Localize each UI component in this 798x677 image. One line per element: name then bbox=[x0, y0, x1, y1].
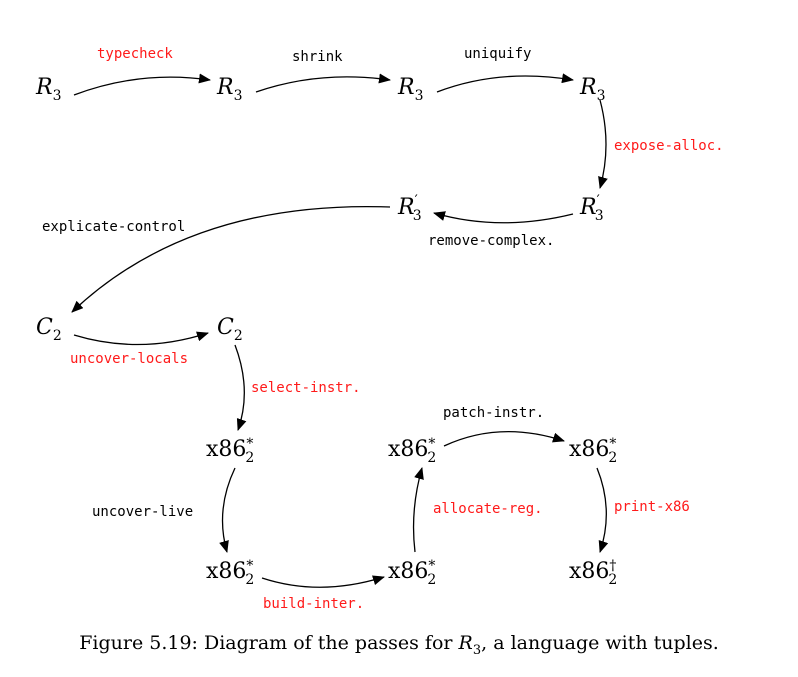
edge-remove-complex bbox=[433, 211, 574, 224]
label-select-instr: select-instr. bbox=[251, 380, 361, 396]
label-print-x86: print-x86 bbox=[614, 499, 690, 515]
node-r3-prime-left: R′3 bbox=[397, 193, 422, 224]
edge-uncover-locals bbox=[73, 331, 209, 346]
label-uniquify: uniquify bbox=[464, 46, 531, 62]
label-patch-instr: patch-instr. bbox=[443, 405, 544, 421]
edge-build-inter bbox=[261, 575, 385, 588]
label-build-inter: build-inter. bbox=[263, 596, 364, 612]
edge-typecheck bbox=[73, 73, 211, 96]
label-remove-complex: remove-complex. bbox=[428, 233, 554, 249]
node-x86-inter: x86*2 bbox=[388, 558, 436, 588]
edge-uniquify bbox=[436, 73, 574, 93]
caption-prefix: Figure 5.19: Diagram of the passes for bbox=[79, 632, 459, 654]
node-r3-prime-right: R′3 bbox=[579, 193, 604, 224]
caption-language: R bbox=[458, 632, 473, 654]
edge-explicate-control bbox=[71, 205, 391, 313]
node-c2-1: C2 bbox=[36, 315, 62, 344]
node-x86-patched: x86*2 bbox=[569, 436, 617, 466]
figure-caption: Figure 5.19: Diagram of the passes for R… bbox=[0, 632, 798, 658]
label-shrink: shrink bbox=[292, 49, 343, 65]
node-r3-2: R3 bbox=[216, 75, 243, 104]
label-allocate-reg: allocate-reg. bbox=[433, 501, 543, 517]
label-uncover-live: uncover-live bbox=[92, 504, 193, 520]
node-r3-1: R3 bbox=[35, 75, 62, 104]
label-uncover-locals: uncover-locals bbox=[70, 351, 188, 367]
edge-print-x86 bbox=[596, 467, 609, 553]
node-x86-allocated: x86*2 bbox=[388, 436, 436, 466]
edge-shrink bbox=[255, 73, 391, 93]
caption-suffix: , a language with tuples. bbox=[481, 632, 719, 654]
label-expose-alloc: expose-alloc. bbox=[614, 138, 724, 154]
caption-language-sub: 3 bbox=[472, 642, 482, 658]
edge-allocate-reg bbox=[412, 467, 424, 553]
node-r3-3: R3 bbox=[397, 75, 424, 104]
edge-patch-instr bbox=[443, 431, 565, 447]
edge-expose-alloc bbox=[598, 99, 608, 189]
label-explicate-control: explicate-control bbox=[42, 219, 185, 235]
edge-uncover-live bbox=[219, 467, 236, 553]
edge-select-instr bbox=[234, 344, 247, 431]
node-r3-4: R3 bbox=[579, 75, 606, 104]
node-c2-2: C2 bbox=[217, 315, 243, 344]
node-x86-final: x86†2 bbox=[569, 558, 617, 588]
node-x86-live: x86*2 bbox=[206, 558, 254, 588]
label-typecheck: typecheck bbox=[97, 46, 173, 62]
node-x86-select: x86*2 bbox=[206, 436, 254, 466]
